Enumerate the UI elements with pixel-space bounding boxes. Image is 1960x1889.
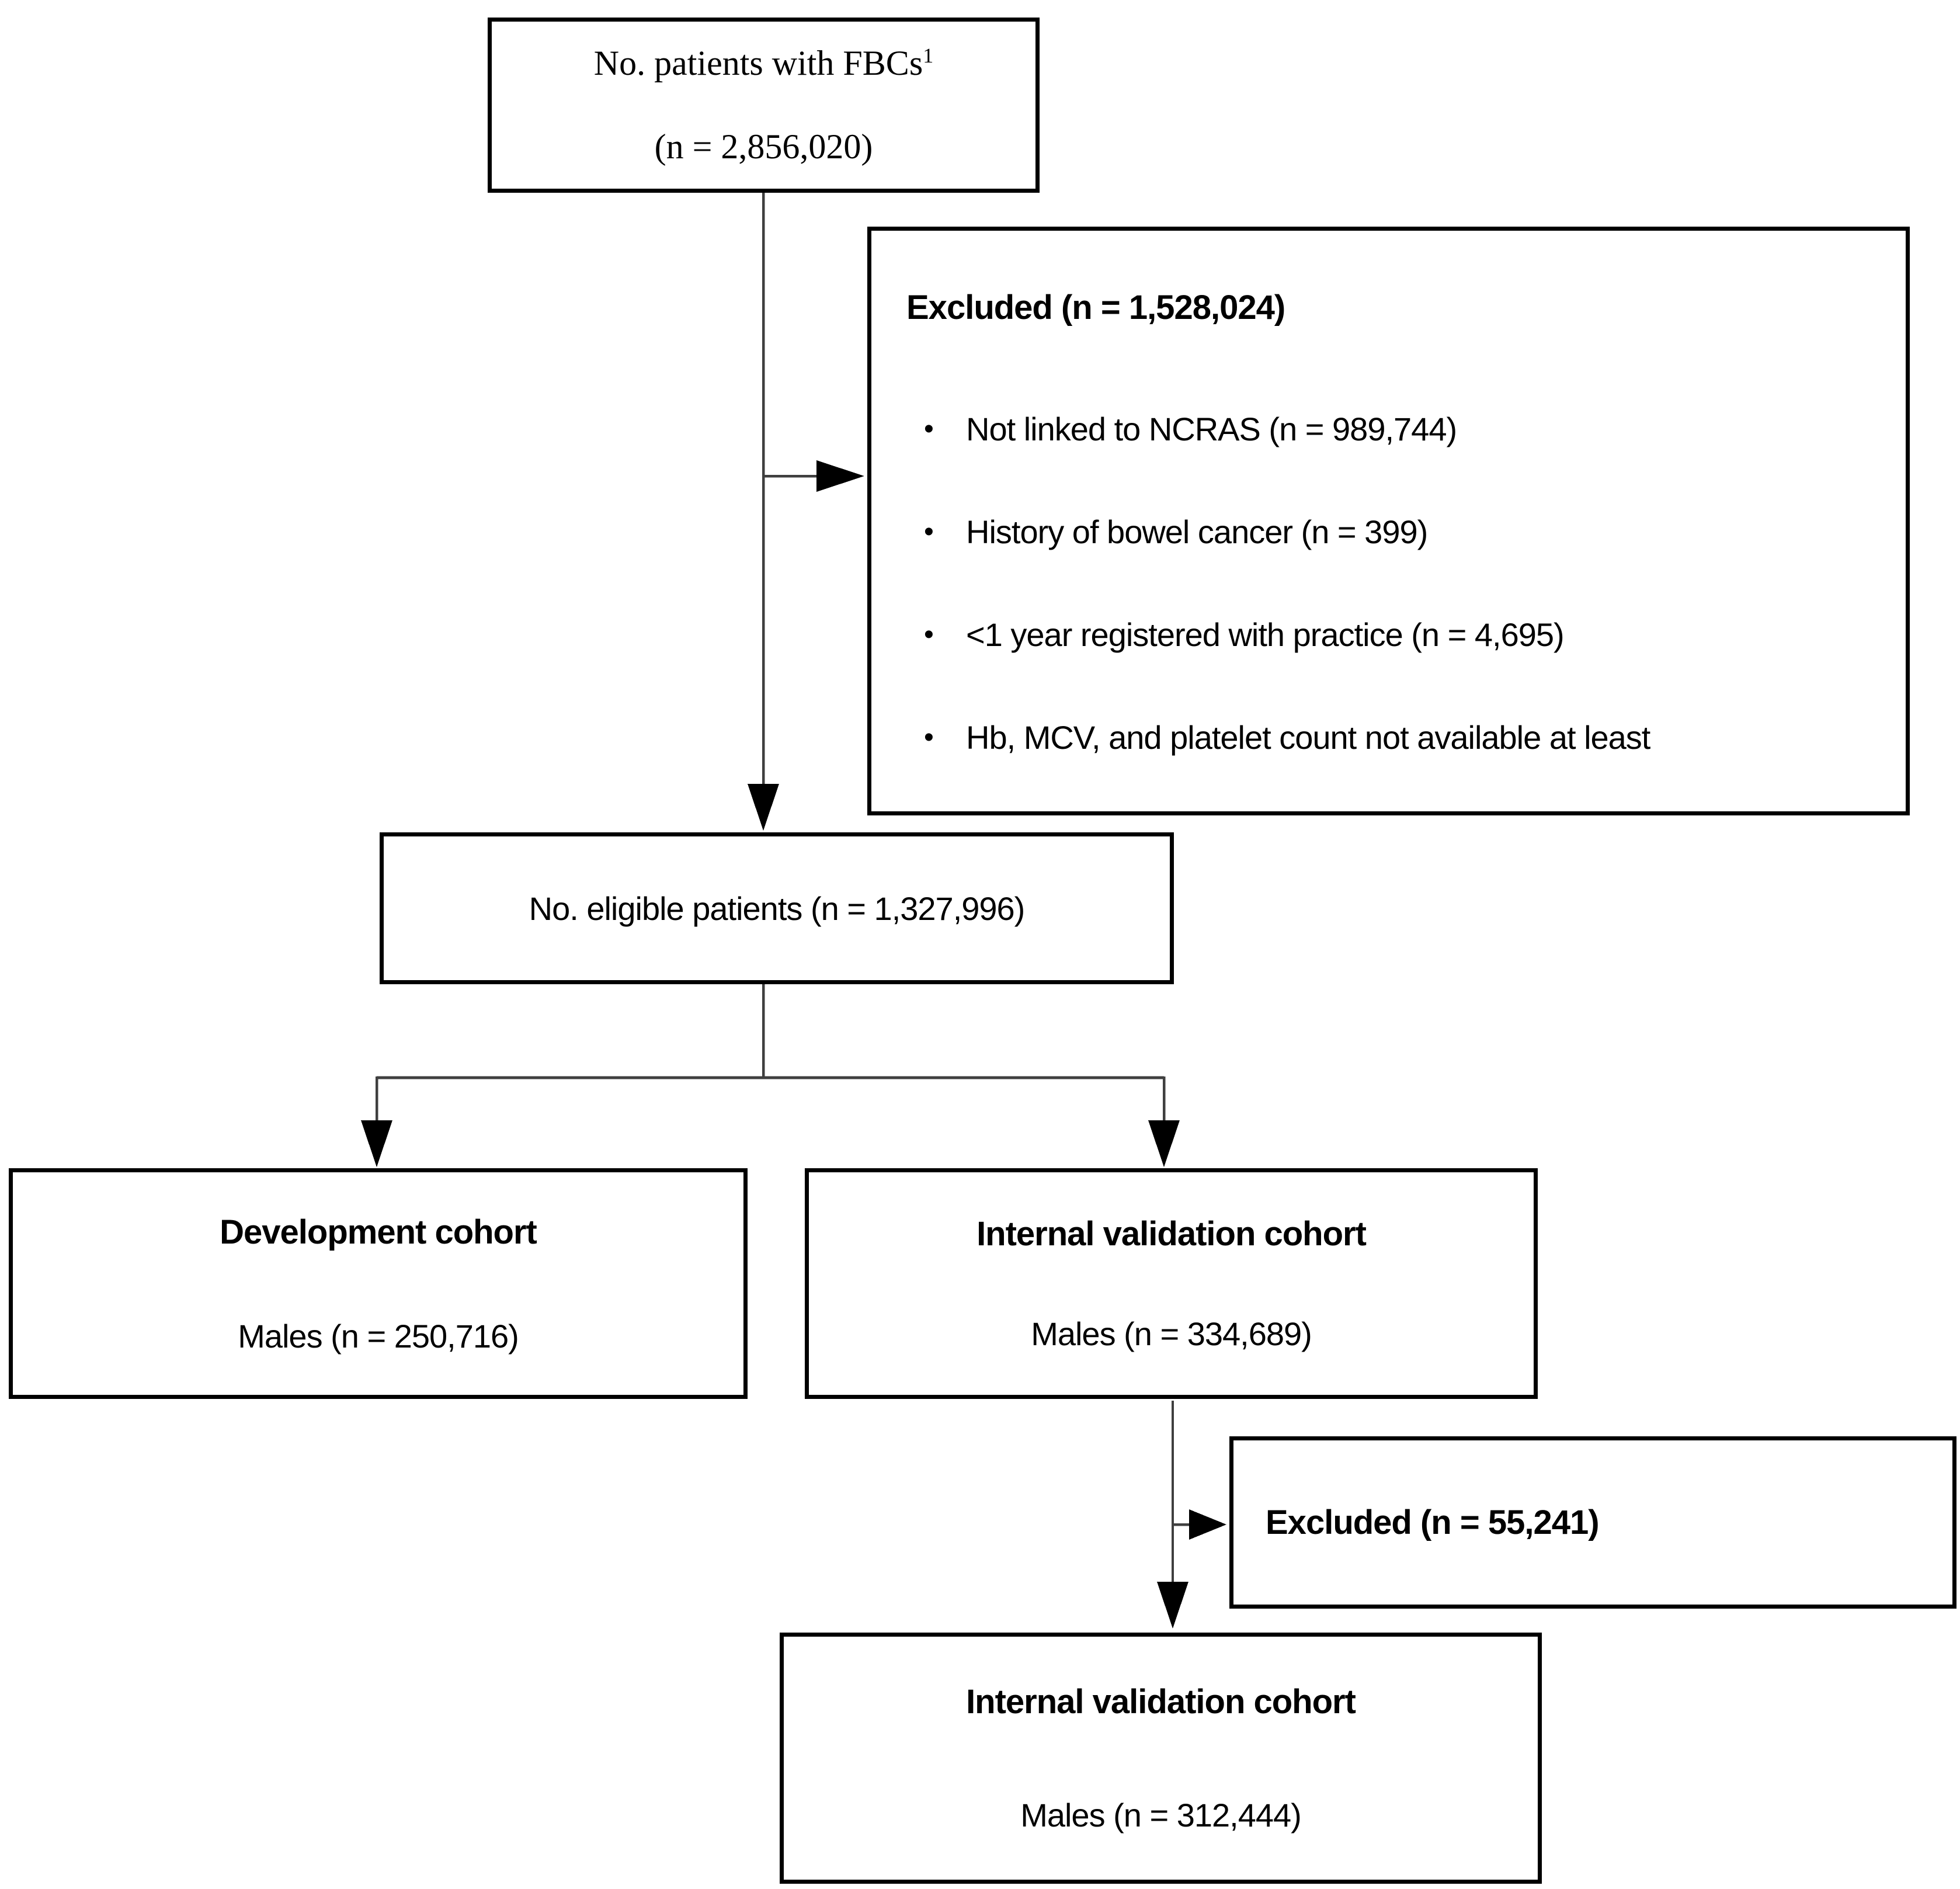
box-internal-validation-cohort: Internal validation cohort Males (n = 33… [805,1168,1538,1399]
excluded-bullet-text: History of bowel cancer (n = 399) [966,513,1428,550]
arrowhead-right-excluded-internal [1189,1509,1226,1540]
excluded-bullet-item: • History of bowel cancer (n = 399) [924,512,1882,553]
bullet-icon: • [924,619,934,650]
bullet-icon: • [924,722,934,753]
development-cohort-title: Development cohort [220,1213,537,1251]
excluded-bullet-text: Not linked to NCRAS (n = 989,744) [966,411,1457,447]
excluded-bullet-text: <1 year registered with practice (n = 4,… [966,616,1565,653]
bullet-icon: • [924,516,934,547]
internal-validation-final-count: Males (n = 312,444) [1020,1797,1302,1834]
internal-validation-final-title: Internal validation cohort [966,1683,1356,1721]
excluded-bullet-item: • <1 year registered with practice (n = … [924,614,1882,655]
excluded-bullet-item: • Hb, MCV, and platelet count not availa… [924,717,1882,758]
box-internal-validation-final: Internal validation cohort Males (n = 31… [780,1633,1542,1884]
box-excluded-internal-validation: Excluded (n = 55,241) [1229,1436,1956,1609]
excluded-internal-title: Excluded (n = 55,241) [1266,1503,1600,1541]
patients-fbcs-label: No. patients with FBCs1 [594,43,933,84]
patients-fbcs-title: No. patients with FBCs [593,44,923,82]
bullet-icon: • [924,414,934,445]
box-eligible-patients: No. eligible patients (n = 1,327,996) [380,832,1174,984]
internal-validation-count: Males (n = 334,689) [1031,1315,1312,1352]
arrowhead-down-development [361,1120,392,1167]
arrowhead-down-validation [1148,1120,1180,1167]
patients-fbcs-count: (n = 2,856,020) [654,127,873,166]
excluded-main-title: Excluded (n = 1,528,024) [906,289,1285,327]
arrowhead-down-final [1157,1582,1188,1628]
eligible-patients-label: No. eligible patients (n = 1,327,996) [529,890,1026,927]
box-excluded-main: Excluded (n = 1,528,024) • Not linked to… [867,227,1910,815]
arrowhead-down-eligible [748,784,779,831]
arrowhead-right-excluded [816,460,864,492]
footnote-marker: 1 [923,44,934,67]
excluded-bullet-item: • Not linked to NCRAS (n = 989,744) [924,409,1882,450]
excluded-main-bullet-list: • Not linked to NCRAS (n = 989,744) • Hi… [906,409,1882,758]
excluded-bullet-text: Hb, MCV, and platelet count not availabl… [966,719,1650,756]
internal-validation-title: Internal validation cohort [976,1215,1367,1253]
box-development-cohort: Development cohort Males (n = 250,716) [9,1168,748,1399]
box-patients-with-fbcs: No. patients with FBCs1 (n = 2,856,020) [488,18,1040,193]
development-cohort-count: Males (n = 250,716) [238,1317,519,1355]
